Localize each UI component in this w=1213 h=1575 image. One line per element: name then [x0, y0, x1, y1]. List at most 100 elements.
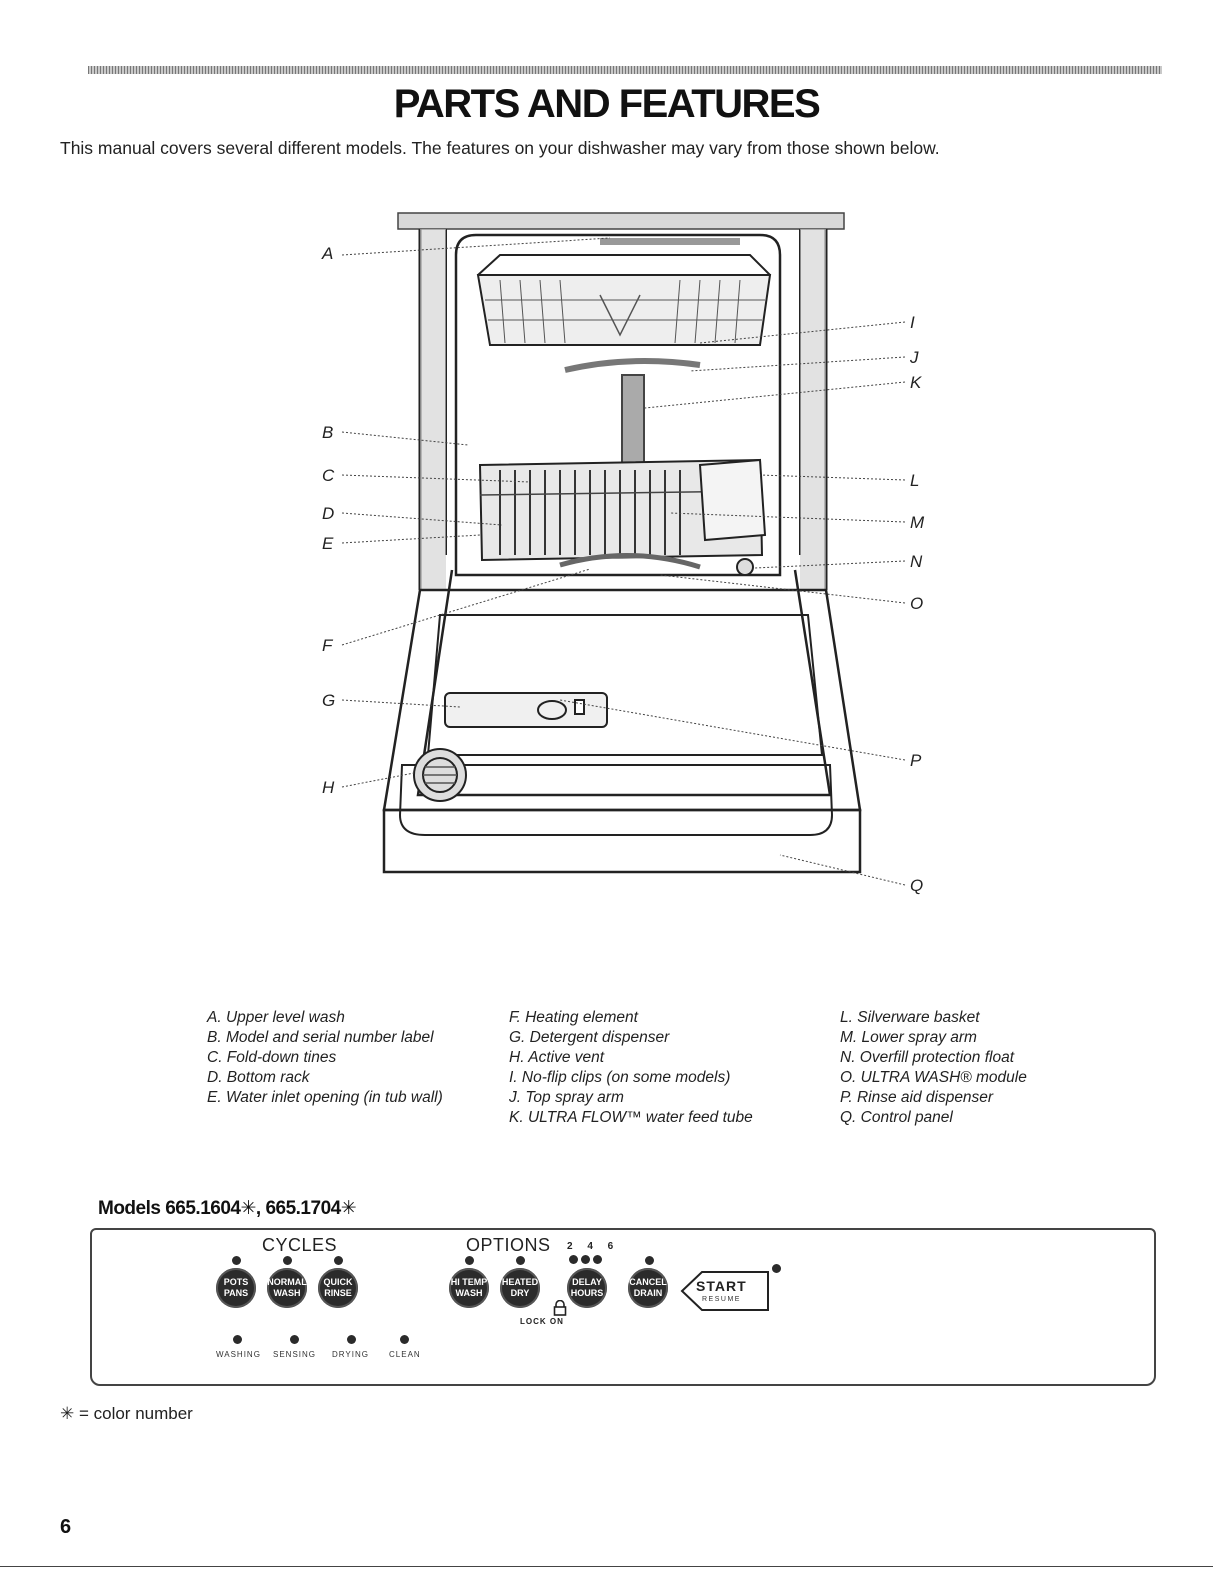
callout-d: D	[322, 504, 334, 523]
callout-h: H	[322, 778, 335, 797]
lock-on-label: LOCK ON	[520, 1317, 564, 1326]
status-led	[347, 1335, 356, 1344]
button-label: DRY	[510, 1288, 530, 1298]
option-indicator-led	[516, 1256, 525, 1265]
dishwasher-diagram: A B C D E F G H I J K L M N O P Q	[321, 212, 925, 895]
callout-o: O	[910, 594, 923, 613]
callout-b: B	[322, 423, 333, 442]
callout-j: J	[909, 348, 919, 367]
callout-m: M	[910, 513, 925, 532]
callout-g: G	[322, 691, 335, 710]
status-led	[233, 1335, 242, 1344]
top-spray-arm	[564, 358, 701, 373]
button-label: RINSE	[324, 1288, 352, 1298]
legend-item: K. ULTRA FLOW™ water feed tube	[509, 1109, 753, 1126]
status-sensing: SENSING	[273, 1350, 317, 1359]
cycle-indicator-led	[232, 1256, 241, 1265]
options-label: OPTIONS	[466, 1235, 551, 1255]
button-label: POTS	[223, 1277, 249, 1287]
legend-item: I. No-flip clips (on some models)	[509, 1069, 731, 1086]
button-label: DELAY	[572, 1277, 602, 1287]
legend-column-3: L. Silverware basket M. Lower spray arm …	[840, 1008, 1027, 1128]
start-indicator-led	[772, 1264, 781, 1273]
callout-a: A	[321, 244, 333, 263]
callout-e: E	[322, 534, 334, 553]
option-indicator-led	[645, 1256, 654, 1265]
button-label: PANS	[223, 1288, 249, 1298]
page-title: PARTS AND FEATURES	[393, 82, 821, 126]
legend-item: A. Upper level wash	[207, 1009, 345, 1026]
legend-item: B. Model and serial number label	[207, 1029, 434, 1046]
detergent-dispenser	[444, 692, 608, 728]
legend-item: O. ULTRA WASH® module	[840, 1069, 1027, 1086]
legend-item: P. Rinse aid dispenser	[840, 1089, 994, 1106]
start-resume-button[interactable]	[680, 1269, 772, 1313]
cycle-indicator-led	[283, 1256, 292, 1265]
delay-hours-digits: 2 4 6	[567, 1241, 620, 1252]
top-rule	[88, 66, 1162, 74]
lower-spray-arm	[559, 552, 701, 570]
button-label: HOURS	[570, 1288, 604, 1298]
hours-led	[569, 1255, 578, 1264]
callout-n: N	[910, 552, 923, 571]
hours-led	[593, 1255, 602, 1264]
door	[382, 569, 862, 874]
control-panel	[90, 1228, 1156, 1386]
inner-tub	[454, 233, 782, 577]
legend-column-2: F. Heating element G. Detergent dispense…	[509, 1008, 753, 1128]
active-vent	[413, 748, 467, 802]
button-label: HEATED	[501, 1277, 539, 1287]
button-label: CANCEL	[629, 1277, 667, 1287]
legend-item: G. Detergent dispenser	[509, 1029, 670, 1046]
hours-led	[581, 1255, 590, 1264]
legend-item: L. Silverware basket	[840, 1009, 980, 1026]
callout-f: F	[322, 636, 334, 655]
resume-label: RESUME	[702, 1296, 741, 1303]
legend-item: D. Bottom rack	[207, 1069, 310, 1086]
button-label: NORMAL	[267, 1277, 307, 1287]
bottom-rule	[0, 1566, 1213, 1567]
legend-item: F. Heating element	[509, 1009, 638, 1026]
legend-item: C. Fold-down tines	[207, 1049, 337, 1066]
button-label: HI TEMP	[450, 1277, 488, 1287]
status-led	[290, 1335, 299, 1344]
cycle-indicator-led	[334, 1256, 343, 1265]
overfill-float	[736, 558, 754, 576]
intro-text: This manual covers several different mod…	[60, 138, 940, 158]
callout-q: Q	[910, 876, 923, 895]
option-indicator-led	[465, 1256, 474, 1265]
page-number: 6	[60, 1516, 72, 1538]
upper-level-wash	[600, 238, 740, 245]
bottom-rack	[478, 458, 764, 562]
status-led	[400, 1335, 409, 1344]
legend-item: Q. Control panel	[840, 1109, 953, 1126]
legend-item: E. Water inlet opening (in tub wall)	[207, 1089, 443, 1106]
legend-item: J. Top spray arm	[509, 1089, 624, 1106]
silverware-basket	[698, 458, 767, 542]
models-heading: Models 665.1604✳, 665.1704✳	[98, 1198, 357, 1219]
cycles-label: CYCLES	[262, 1235, 338, 1255]
legend-item: N. Overfill protection float	[840, 1049, 1015, 1066]
footnote: ✳ = color number	[60, 1404, 193, 1423]
callout-l: L	[910, 471, 919, 490]
legend-item: M. Lower spray arm	[840, 1029, 977, 1046]
status-clean: CLEAN	[389, 1350, 421, 1359]
legend-column-1: A. Upper level wash B. Model and serial …	[207, 1008, 443, 1108]
callout-p: P	[910, 751, 922, 770]
button-label: DRAIN	[633, 1288, 663, 1298]
start-label: START	[696, 1278, 747, 1294]
lock-icon	[553, 1300, 567, 1316]
upper-rack	[476, 254, 772, 346]
countertop-strip	[397, 212, 845, 230]
button-label: QUICK	[323, 1277, 353, 1287]
status-drying: DRYING	[332, 1350, 369, 1359]
button-label: WASH	[455, 1288, 483, 1298]
button-label: WASH	[273, 1288, 301, 1298]
